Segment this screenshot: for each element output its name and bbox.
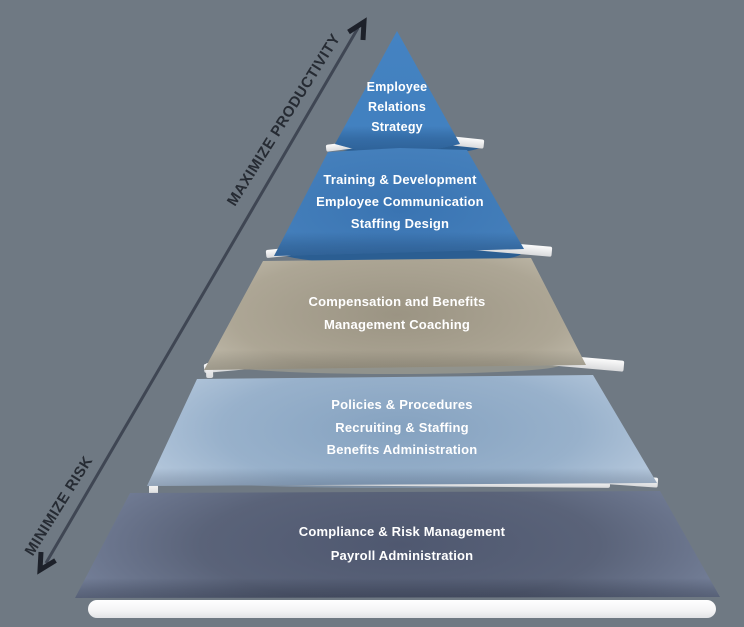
arrowhead-down-icon <box>37 551 57 575</box>
tier-line: Payroll Administration <box>330 548 474 563</box>
tier-line: Compliance & Risk Management <box>298 524 506 539</box>
arrowhead-up-icon <box>347 17 367 41</box>
minimize-risk-label: MINIMIZE RISK <box>21 453 97 559</box>
tier-line: Recruiting & Staffing <box>335 419 469 435</box>
tier-compliance-risk-text: Compliance & Risk Management Payroll Adm… <box>248 520 556 568</box>
tier-training-development-text: Training & Development Employee Communic… <box>270 169 530 235</box>
tier-compensation-benefits-text: Compensation and Benefits Management Coa… <box>247 290 547 336</box>
tier-line: Compensation and Benefits <box>308 294 486 309</box>
tier-line: Employee Communication <box>316 194 484 209</box>
tier-employee-relations-strategy-text: Employee Relations Strategy <box>300 76 494 138</box>
tier-line: Relations <box>367 100 427 114</box>
tier-policies-procedures-text: Policies & Procedures Recruiting & Staff… <box>250 394 554 462</box>
tier-line: Strategy <box>371 120 423 134</box>
tier-line: Training & Development <box>323 172 477 187</box>
tier-line: Policies & Procedures <box>331 397 473 413</box>
tier-line: Management Coaching <box>323 317 471 332</box>
tier-line: Staffing Design <box>350 216 450 231</box>
tier-line: Employee <box>366 80 428 94</box>
tier-line: Benefits Administration <box>326 442 478 458</box>
pyramid-base <box>88 600 716 618</box>
